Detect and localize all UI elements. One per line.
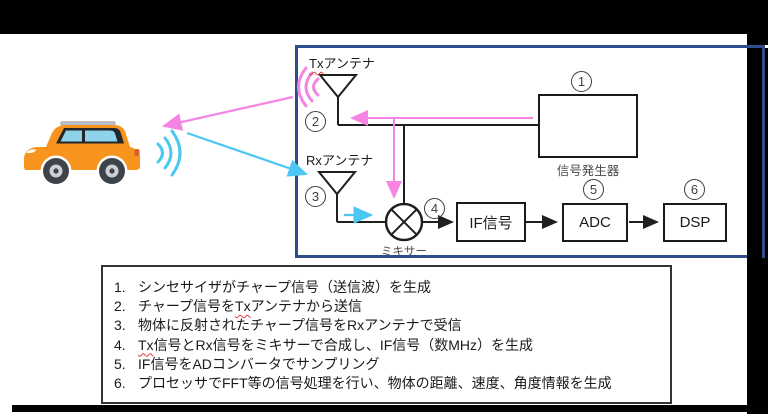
tx-to-car-arrow (161, 95, 294, 131)
chirp-feed-arrows (350, 110, 533, 199)
step-marker-5: 5 (583, 179, 604, 200)
letterbox-bottom (12, 405, 768, 412)
letterbox-right (747, 48, 762, 414)
signal-wires (337, 124, 659, 229)
car-to-rx-arrow (186, 131, 309, 177)
step-item-1: 1. シンセサイザがチャープ信号（送信波）を生成 (114, 278, 432, 295)
step-item-6: 6. プロセッサでFFT等の信号処理を行い、物体の距離、速度、角度情報を生成 (114, 375, 612, 392)
reflected-wave-icon (156, 129, 182, 177)
tx-wave-icon (297, 66, 320, 108)
letterbox-right-edge (765, 48, 768, 414)
step-marker-1: 1 (571, 71, 592, 92)
step-item-3: 3. 物体に反射されたチャープ信号をRxアンテナで受信 (114, 317, 462, 334)
tx-antenna-label: Txアンテナ (309, 56, 375, 71)
step-item-5: 5. IF信号をADコンバータでサンプリング (114, 355, 380, 372)
letterbox-right-top (747, 34, 768, 45)
letterbox-right-bottom (762, 258, 765, 414)
adc-box: ADC (562, 203, 628, 242)
car-rear-wheel (99, 158, 125, 184)
step-marker-3: 3 (305, 186, 326, 207)
car-illustration (24, 121, 140, 187)
step-marker-2: 2 (305, 111, 326, 132)
letterbox-top (0, 0, 768, 34)
step-marker-4: 4 (424, 198, 445, 219)
car-front-wheel (43, 158, 69, 184)
signal-generator-label: 信号発生器 (556, 164, 620, 178)
car-headlight (26, 149, 37, 154)
car-taillight (134, 149, 140, 156)
rx-antenna-label: Rxアンテナ (306, 153, 374, 168)
if-signal-box: IF信号 (456, 202, 526, 242)
radar-diagram-frame (295, 45, 765, 258)
rx-antenna-icon (316, 171, 358, 222)
car-roof-rack (60, 121, 116, 126)
mixer-icon (384, 202, 424, 242)
mixer-label: ミキサー (381, 246, 427, 258)
signal-generator-box (538, 94, 638, 158)
tx-antenna-icon (317, 74, 359, 125)
dsp-box: DSP (663, 203, 727, 242)
step-marker-6: 6 (684, 179, 705, 200)
